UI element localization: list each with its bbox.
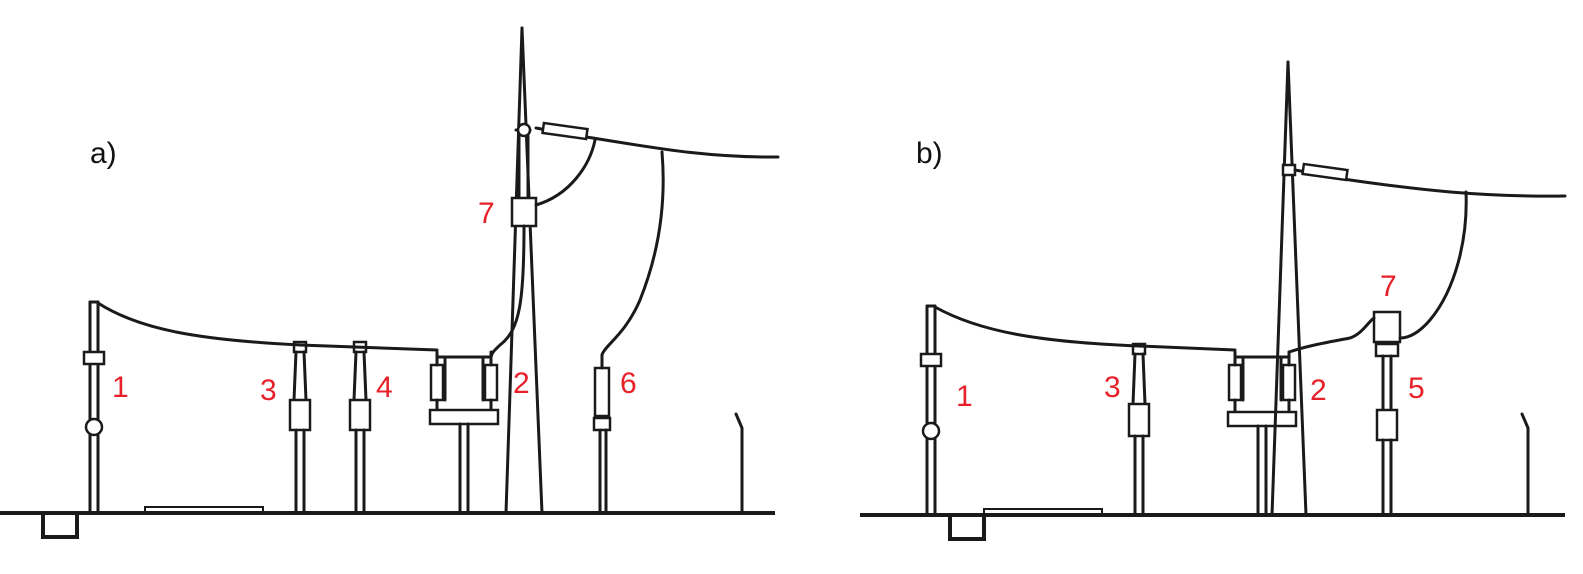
panel-b-label: b)	[916, 137, 943, 170]
label-3: 3	[260, 374, 277, 407]
equipment-3-disconnector	[288, 340, 312, 515]
label-7b: 7	[1380, 270, 1397, 303]
label-4: 4	[376, 371, 393, 404]
conductors-b	[933, 162, 1567, 354]
cable-trench	[41, 511, 79, 539]
panel-b: b)	[860, 60, 1567, 541]
equipment-4-breaker	[348, 340, 372, 515]
fence-post	[734, 412, 744, 515]
label-7: 7	[478, 197, 495, 230]
equipment-7b-5b-column	[1372, 310, 1402, 517]
fence-post-b	[1520, 412, 1530, 517]
panel-a-label: a)	[90, 137, 117, 170]
equipment-2b-transformer-set	[1226, 350, 1298, 517]
label-6: 6	[620, 367, 637, 400]
panel-a: a)	[0, 26, 780, 539]
equipment-3b-disconnector	[1127, 342, 1151, 517]
label-3b: 3	[1104, 371, 1121, 404]
label-1: 1	[112, 371, 129, 404]
label-1b: 1	[956, 380, 973, 413]
label-2b: 2	[1310, 374, 1327, 407]
conductors-a	[96, 121, 780, 357]
equipment-6-surge-arrester	[592, 353, 612, 515]
equipment-2-transformer-set	[428, 350, 500, 515]
equipment-7-gantry-tower	[489, 26, 544, 515]
cable-trench-b	[948, 513, 986, 541]
equipment-1b-cable-end	[919, 304, 943, 517]
foundation-slab-b	[983, 508, 1103, 516]
label-5b: 5	[1408, 372, 1425, 405]
gantry-tower-b	[1270, 60, 1308, 517]
foundation-slab	[144, 506, 264, 514]
equipment-1-cable-end	[82, 300, 106, 515]
label-2: 2	[513, 367, 530, 400]
